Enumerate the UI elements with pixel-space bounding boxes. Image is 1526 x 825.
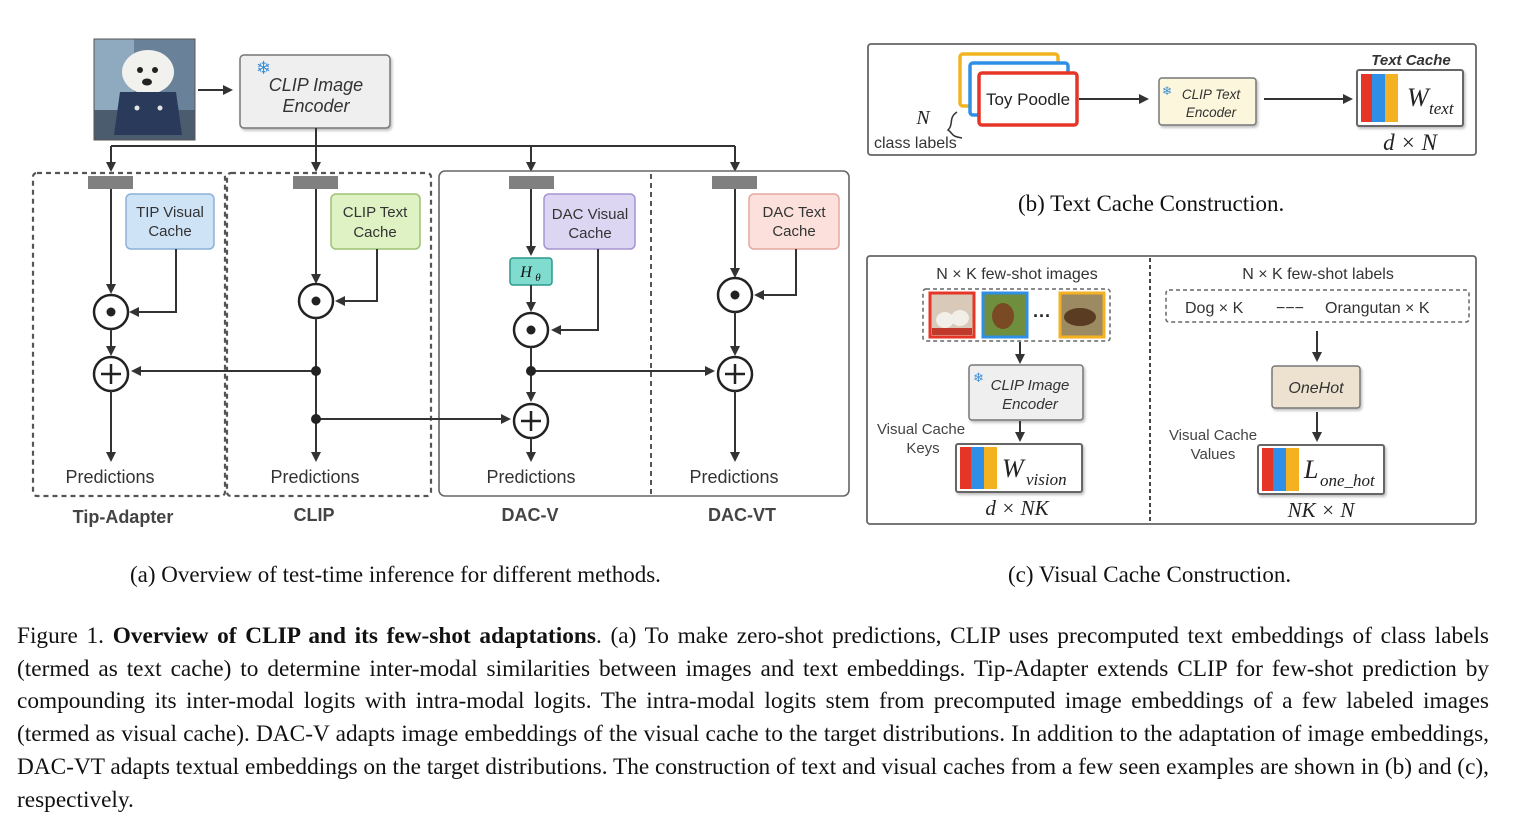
method-clip: CLIP xyxy=(293,505,334,525)
feature-bar xyxy=(712,176,757,189)
onehot-label: OneHot xyxy=(1288,380,1344,397)
figure-caption: Figure 1. Overview of CLIP and its few-s… xyxy=(17,620,1489,816)
few-shot-images-title: N × K few-shot images xyxy=(936,266,1097,283)
caption-panel-b: (b) Text Cache Construction. xyxy=(1018,191,1285,216)
clip-image-encoder-box: ❄ CLIP Image Encoder xyxy=(239,54,391,129)
keys-label-2: Keys xyxy=(906,440,939,457)
clip-text-cache: CLIP Text Cache xyxy=(330,193,421,250)
keys-label-1: Visual Cache xyxy=(877,421,965,438)
h-theta-adapter: H θ xyxy=(509,257,553,286)
label-dash: −−− xyxy=(1276,300,1304,317)
clip-cache-label-2: Cache xyxy=(353,224,396,241)
snowflake-icon: ❄ xyxy=(256,58,271,78)
predictions-tip: Predictions xyxy=(65,467,154,487)
visual-clip-image-encoder-box: ❄ CLIP Image Encoder xyxy=(968,364,1084,421)
predictions-dacv: Predictions xyxy=(486,467,575,487)
dot-product-operator xyxy=(297,282,335,320)
method-tip-adapter: Tip-Adapter xyxy=(73,507,174,527)
dot-product-operator xyxy=(512,311,550,349)
dot-product-operator xyxy=(716,276,754,314)
keys-dims: d × NK xyxy=(985,496,1049,520)
dacvt-cache-label-1: DAC Text xyxy=(762,204,826,221)
clip-cache-label-1: CLIP Text xyxy=(343,204,408,221)
encoder-label-2: Encoder xyxy=(282,96,350,116)
caption-panel-a: (a) Overview of test-time inference for … xyxy=(130,562,661,587)
text-encoder-label-2: Encoder xyxy=(1186,105,1237,120)
tip-adapter-container xyxy=(31,171,227,498)
text-encoder-label-1: CLIP Text xyxy=(1182,87,1242,102)
tip-cache-label-1: TIP Visual xyxy=(136,204,204,221)
predictions-clip: Predictions xyxy=(270,467,359,487)
w-vision-symbol: W xyxy=(1002,454,1026,483)
w-text-symbol: W xyxy=(1407,83,1431,112)
text-cache-dims: d × N xyxy=(1383,130,1439,155)
tip-cache-label-2: Cache xyxy=(148,223,191,240)
feature-bar xyxy=(509,176,554,189)
h-theta-label: H xyxy=(519,264,533,281)
panel-a: ❄ CLIP Image Encoder TIP Visual Cache CL… xyxy=(31,38,850,527)
few-shot-thumbnail xyxy=(981,291,1029,339)
feature-bar xyxy=(88,176,133,189)
values-label-2: Values xyxy=(1191,446,1236,463)
predictions-dacvt: Predictions xyxy=(689,467,778,487)
class-labels-text: class labels xyxy=(874,135,957,152)
onehot-box: OneHot xyxy=(1271,365,1361,409)
dac-text-cache: DAC Text Cache xyxy=(748,193,840,250)
clip-container xyxy=(225,171,433,498)
l-onehot-sub: one_hot xyxy=(1320,471,1376,490)
encoder-label-1: CLIP Image xyxy=(269,75,363,95)
snowflake-icon: ❄ xyxy=(1162,84,1172,98)
dacv-cache-label-1: DAC Visual xyxy=(552,206,628,223)
figure-diagram: ❄ CLIP Image Encoder TIP Visual Cache CL… xyxy=(31,38,1477,527)
tip-visual-cache: TIP Visual Cache xyxy=(125,193,215,250)
class-name-label: Toy Poodle xyxy=(986,90,1070,109)
class-label-card xyxy=(977,71,1079,127)
caption-body: . (a) To make zero-shot predictions, CLI… xyxy=(17,623,1489,813)
label-orangutan: Orangutan × K xyxy=(1325,300,1430,317)
text-cache-matrix: W text xyxy=(1356,69,1464,127)
caption-prefix: Figure 1. xyxy=(17,623,113,649)
values-dims: NK × N xyxy=(1287,498,1356,522)
text-cache-title: Text Cache xyxy=(1371,52,1450,69)
caption-title: Overview of CLIP and its few-shot adapta… xyxy=(112,623,596,649)
brace-icon xyxy=(946,111,963,139)
input-dog-image xyxy=(93,38,196,141)
dacvt-cache-label-2: Cache xyxy=(772,223,815,240)
caption-panel-c: (c) Visual Cache Construction. xyxy=(1008,562,1292,587)
visual-cache-values-matrix: L one_hot xyxy=(1257,444,1385,495)
sum-operator xyxy=(92,355,130,393)
values-label-1: Visual Cache xyxy=(1169,427,1257,444)
dac-visual-cache: DAC Visual Cache xyxy=(543,193,636,250)
panel-c: N × K few-shot images ··· ❄ CLIP Image E… xyxy=(866,255,1477,525)
thumbnail-ellipsis: ··· xyxy=(1033,306,1051,326)
vis-encoder-label-2: Encoder xyxy=(1002,396,1059,413)
h-theta-sub: θ xyxy=(535,272,541,284)
sum-operator xyxy=(716,355,754,393)
panel-b: Toy Poodle N class labels ❄ CLIP Text En… xyxy=(867,43,1477,156)
sum-operator xyxy=(512,402,550,440)
few-shot-thumbnail xyxy=(928,291,976,339)
dac-container xyxy=(438,170,850,497)
clip-text-encoder-box: ❄ CLIP Text Encoder xyxy=(1158,77,1257,126)
w-vision-sub: vision xyxy=(1026,470,1067,489)
feature-bar xyxy=(293,176,338,189)
vis-encoder-label-1: CLIP Image xyxy=(991,377,1070,394)
w-text-sub: text xyxy=(1429,99,1455,118)
dacv-cache-label-2: Cache xyxy=(568,225,611,242)
method-dac-vt: DAC-VT xyxy=(708,505,776,525)
label-dog: Dog × K xyxy=(1185,300,1244,317)
dot-product-operator xyxy=(92,293,130,331)
n-symbol: N xyxy=(915,107,931,129)
l-onehot-symbol: L xyxy=(1303,455,1318,484)
visual-cache-keys-matrix: W vision xyxy=(955,443,1083,493)
method-dac-v: DAC-V xyxy=(502,505,559,525)
snowflake-icon: ❄ xyxy=(973,370,984,385)
few-shot-labels-title: N × K few-shot labels xyxy=(1242,266,1394,283)
few-shot-thumbnail xyxy=(1058,291,1106,339)
